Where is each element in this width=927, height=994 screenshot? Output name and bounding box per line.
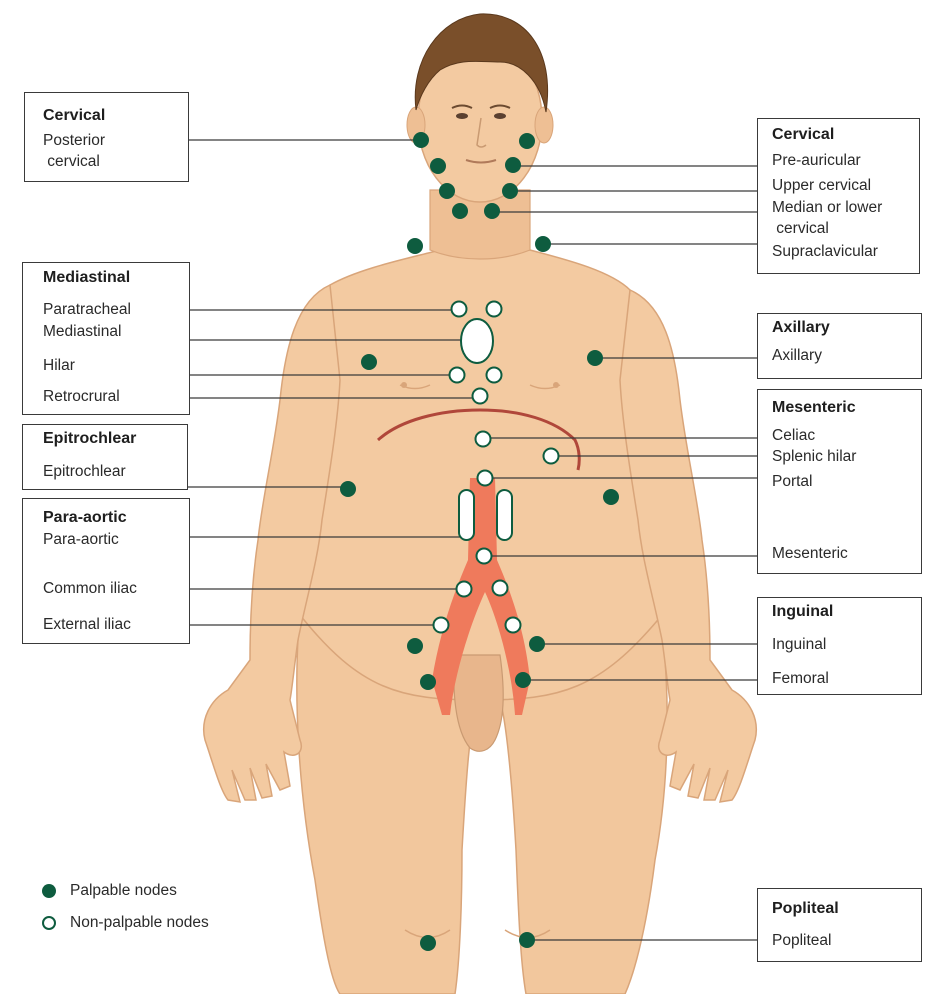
cervical-right-item: Supraclavicular bbox=[772, 242, 878, 262]
node-celiac bbox=[476, 432, 491, 447]
epitrochlear-item: Epitrochlear bbox=[43, 462, 126, 482]
mediastinal-item: Paratracheal bbox=[43, 300, 131, 320]
node-epitrochlear-left bbox=[340, 481, 356, 497]
node-epitrochlear-right bbox=[603, 489, 619, 505]
inguinal-title: Inguinal bbox=[772, 603, 833, 621]
node-upper-cervical bbox=[502, 183, 518, 199]
node-posterior-cervical-right bbox=[519, 133, 535, 149]
mediastinal-box: Mediastinal Paratracheal Mediastinal Hil… bbox=[22, 262, 190, 415]
mesenteric-box: Mesenteric Celiac Splenic hilar Portal M… bbox=[757, 389, 922, 574]
node-femoral-left bbox=[420, 674, 436, 690]
node-popliteal-right bbox=[519, 932, 535, 948]
mesenteric-item: Mesenteric bbox=[772, 544, 848, 564]
axillary-title: Axillary bbox=[772, 319, 830, 337]
node-supraclavicular-left bbox=[407, 238, 423, 254]
cervical-right-item: Upper cervical bbox=[772, 176, 871, 196]
mesenteric-title: Mesenteric bbox=[772, 399, 856, 417]
node-cervical-left-3 bbox=[452, 203, 468, 219]
node-mesenteric bbox=[477, 549, 492, 564]
node-axillary-right bbox=[587, 350, 603, 366]
inguinal-item: Inguinal bbox=[772, 635, 826, 655]
node-splenic-hilar bbox=[544, 449, 559, 464]
popliteal-item: Popliteal bbox=[772, 931, 831, 951]
mesenteric-item: Splenic hilar bbox=[772, 447, 856, 467]
palpable-node-icon bbox=[42, 884, 56, 898]
axillary-item: Axillary bbox=[772, 346, 822, 366]
node-inguinal-left bbox=[407, 638, 423, 654]
node-retrocrural bbox=[473, 389, 488, 404]
node-cervical-left-1 bbox=[430, 158, 446, 174]
para-aortic-item: Para-aortic bbox=[43, 530, 119, 550]
node-inguinal-right bbox=[529, 636, 545, 652]
para-aortic-item: Common iliac bbox=[43, 579, 137, 599]
para-aortic-box: Para-aortic Para-aortic Common iliac Ext… bbox=[22, 498, 190, 644]
cervical-right-title: Cervical bbox=[772, 126, 834, 144]
node-mediastinal bbox=[461, 319, 493, 363]
mediastinal-title: Mediastinal bbox=[43, 269, 130, 287]
mesenteric-item: Celiac bbox=[772, 426, 815, 446]
mediastinal-item: Hilar bbox=[43, 356, 75, 376]
cervical-left-item: cervical bbox=[43, 152, 100, 172]
node-median-cervical bbox=[484, 203, 500, 219]
cervical-right-item: Median or lower bbox=[772, 198, 882, 218]
cervical-left-box: Cervical Posterior cervical bbox=[24, 92, 189, 182]
cervical-right-item: Pre-auricular bbox=[772, 151, 861, 171]
cervical-right-box: Cervical Pre-auricular Upper cervical Me… bbox=[757, 118, 920, 274]
node-common-iliac-right bbox=[493, 581, 508, 596]
para-aortic-title: Para-aortic bbox=[43, 509, 127, 527]
inguinal-box: Inguinal Inguinal Femoral bbox=[757, 597, 922, 695]
epitrochlear-box: Epitrochlear Epitrochlear bbox=[22, 424, 188, 490]
epitrochlear-title: Epitrochlear bbox=[43, 430, 136, 448]
node-external-iliac-left bbox=[434, 618, 449, 633]
node-cervical-left-2 bbox=[439, 183, 455, 199]
node-supraclavicular-right bbox=[535, 236, 551, 252]
node-paratracheal-left bbox=[452, 302, 467, 317]
legend-palpable: Palpable nodes bbox=[42, 882, 177, 900]
node-axillary-left bbox=[361, 354, 377, 370]
cervical-left-title: Cervical bbox=[43, 107, 105, 125]
axillary-box: Axillary Axillary bbox=[757, 313, 922, 379]
cervical-right-item: cervical bbox=[772, 219, 829, 239]
mediastinal-item: Retrocrural bbox=[43, 387, 120, 407]
inguinal-item: Femoral bbox=[772, 669, 829, 689]
node-paratracheal-right bbox=[487, 302, 502, 317]
legend-non-palpable: Non-palpable nodes bbox=[42, 914, 209, 932]
node-para-aortic-right bbox=[497, 490, 512, 540]
node-common-iliac-left bbox=[457, 582, 472, 597]
node-portal bbox=[478, 471, 493, 486]
legend-non-palpable-label: Non-palpable nodes bbox=[70, 914, 209, 932]
node-para-aortic-left bbox=[459, 490, 474, 540]
node-external-iliac-right bbox=[506, 618, 521, 633]
popliteal-title: Popliteal bbox=[772, 900, 839, 918]
mediastinal-item: Mediastinal bbox=[43, 322, 121, 342]
non-palpable-node-icon bbox=[42, 916, 56, 930]
node-posterior-cervical-left bbox=[413, 132, 429, 148]
node-pre-auricular bbox=[505, 157, 521, 173]
node-femoral-right bbox=[515, 672, 531, 688]
para-aortic-item: External iliac bbox=[43, 615, 131, 635]
popliteal-box: Popliteal Popliteal bbox=[757, 888, 922, 962]
cervical-left-item: Posterior bbox=[43, 131, 105, 151]
mesenteric-item: Portal bbox=[772, 472, 813, 492]
node-popliteal-left bbox=[420, 935, 436, 951]
node-hilar-left bbox=[450, 368, 465, 383]
legend-palpable-label: Palpable nodes bbox=[70, 882, 177, 900]
node-hilar-right bbox=[487, 368, 502, 383]
